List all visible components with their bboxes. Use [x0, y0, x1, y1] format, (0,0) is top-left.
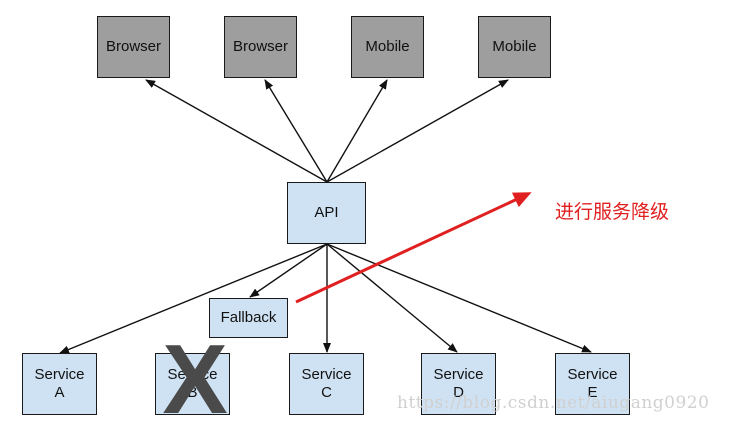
- arrow-api-to-fallback: [249, 243, 328, 298]
- client-mobile-2: Mobile: [478, 16, 551, 78]
- service-letter: B: [187, 384, 198, 401]
- arrow-api-to-service-a: [59, 243, 328, 354]
- failure-x-mark: X: [162, 324, 228, 434]
- service-letter: D: [453, 384, 464, 401]
- service-label: Service: [167, 366, 218, 383]
- service-label: Service: [567, 366, 618, 383]
- service-e-node: Service E: [555, 353, 630, 415]
- arrow-api-to-service-e: [326, 243, 592, 353]
- api-node: API: [287, 182, 366, 244]
- client-browser-1: Browser: [97, 16, 170, 78]
- api-label: API: [314, 204, 339, 221]
- service-d-node: Service D: [421, 353, 496, 415]
- service-c-node: Service C: [289, 353, 364, 415]
- service-label: Service: [34, 366, 85, 383]
- arrow-api-to-browser-2: [264, 79, 328, 183]
- fallback-label: Fallback: [220, 309, 277, 326]
- service-b-node: Service B: [155, 353, 230, 415]
- client-browser-2: Browser: [224, 16, 297, 78]
- service-label: Service: [301, 366, 352, 383]
- client-label: Mobile: [492, 38, 537, 55]
- degrade-annotation: 进行服务降级: [555, 201, 670, 223]
- arrow-api-to-service-d: [326, 243, 458, 353]
- arrow-api-to-browser-1: [145, 79, 328, 183]
- client-label: Browser: [105, 38, 161, 55]
- watermark-text: https://blog.csdn.net/aiugang0920: [397, 393, 710, 413]
- degrade-arrow: [295, 192, 532, 304]
- arrow-api-to-mobile-1: [326, 79, 388, 183]
- service-letter: E: [587, 384, 598, 401]
- service-a-node: Service A: [22, 353, 97, 415]
- architecture-diagram: Browser Browser Mobile Mobile API Fallba…: [22, 16, 710, 434]
- service-letter: C: [321, 384, 332, 401]
- connector-layer: [59, 79, 592, 354]
- fallback-node: Fallback: [209, 298, 288, 338]
- client-mobile-1: Mobile: [351, 16, 424, 78]
- client-label: Browser: [232, 38, 288, 55]
- arrow-api-to-mobile-2: [326, 79, 509, 183]
- service-letter: A: [54, 384, 65, 401]
- service-label: Service: [433, 366, 484, 383]
- client-label: Mobile: [365, 38, 410, 55]
